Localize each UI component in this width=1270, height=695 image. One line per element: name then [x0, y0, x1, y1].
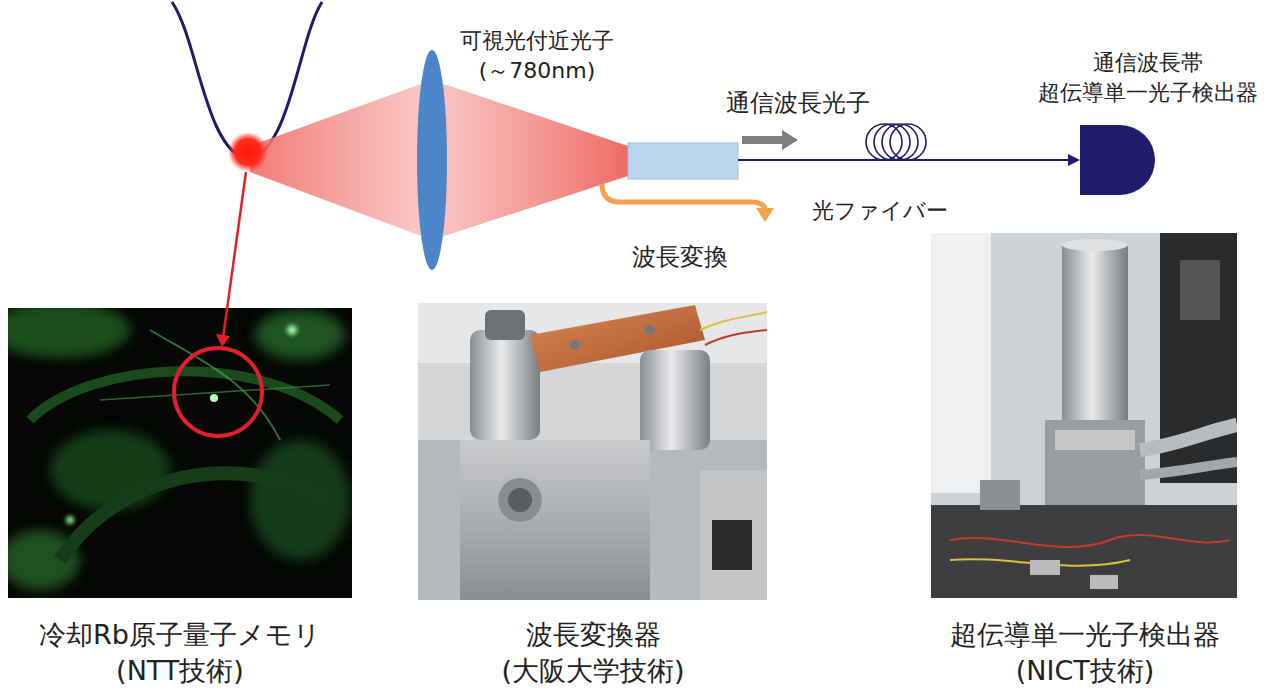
arrow-head: [1068, 154, 1080, 166]
atom-cloud: [228, 132, 268, 172]
part-label: 通信波長光子: [726, 88, 870, 118]
photo-atom-memory: [8, 308, 352, 598]
light-beam: [432, 80, 628, 240]
part-label: 波長変換: [632, 242, 728, 272]
converter-crystal: [628, 143, 738, 179]
photo-converter: [418, 303, 767, 600]
conversion-arrow: [602, 184, 765, 210]
arrow-head: [756, 208, 774, 222]
photo-caption: 冷却Rb原子量子メモリ (NTT技術): [39, 617, 321, 689]
arrow-head: [216, 334, 230, 347]
part-label: 可視光付近光子 (～780nm): [460, 26, 614, 86]
part-label: 通信波長帯 超伝導単一光子検出器: [1038, 48, 1258, 108]
detector-symbol: [1080, 125, 1155, 195]
photo-detector: [931, 233, 1237, 598]
photo-caption: 波長変換器 (大阪大学技術): [501, 617, 684, 689]
fiber-coil: [866, 124, 926, 160]
lens: [417, 50, 447, 270]
photo-caption: 超伝導単一光子検出器 (NICT技術): [950, 617, 1220, 689]
pointer-line: [223, 172, 246, 338]
part-label: 光ファイバー: [812, 196, 948, 226]
photon-arrow: [742, 130, 798, 150]
light-beam: [250, 80, 432, 240]
